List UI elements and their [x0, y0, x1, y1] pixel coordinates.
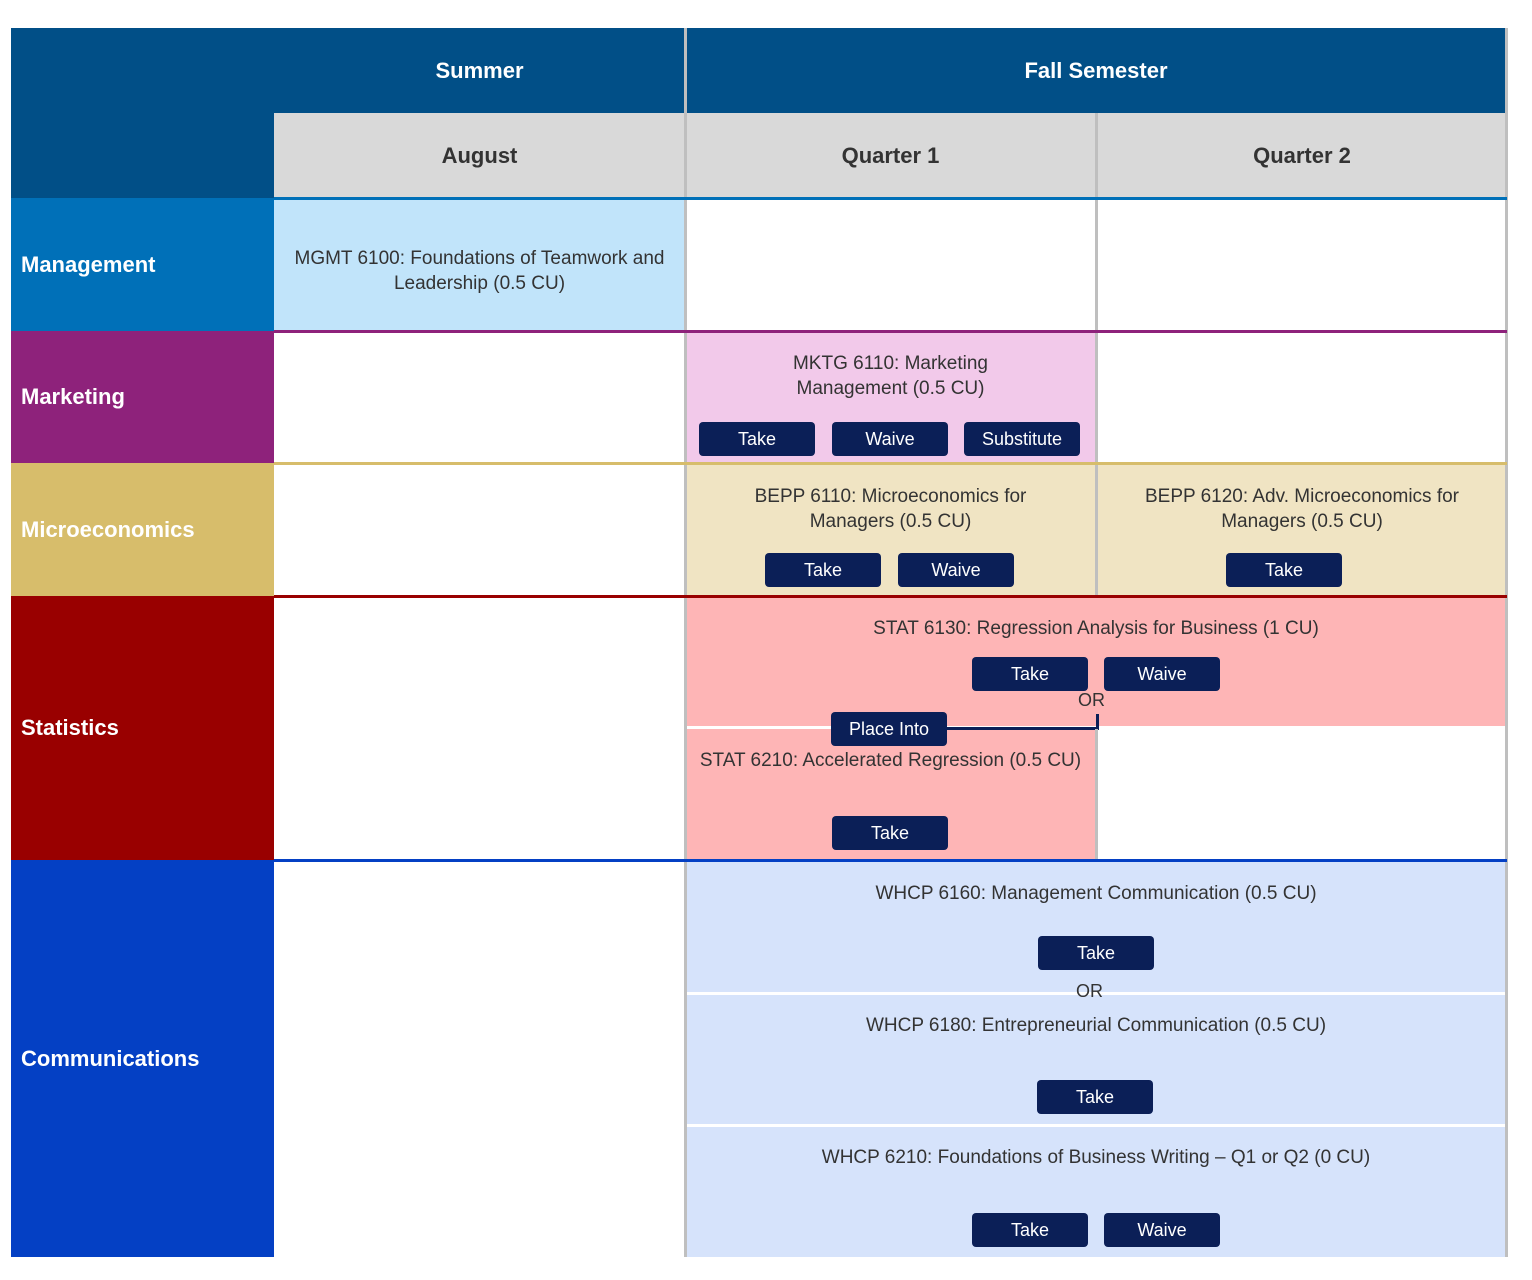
category-communications: Communications [11, 860, 274, 1257]
whcp6210-waive-button[interactable]: Waive [1104, 1213, 1220, 1247]
divider-q1-q2-stat [1095, 729, 1098, 860]
course-title-whcp6180: WHCP 6180: Entrepreneurial Communication… [865, 1015, 1327, 1036]
bepp6120-take-button[interactable]: Take [1226, 553, 1342, 587]
category-statistics: Statistics [11, 596, 274, 860]
category-microeconomics: Microeconomics [11, 463, 274, 596]
row-line-microeconomics [274, 462, 1507, 465]
header-quarter-1: Quarter 1 [685, 113, 1096, 198]
row-line-management [274, 197, 1507, 200]
mktg6110-take-button[interactable]: Take [699, 422, 815, 456]
mktg6110-waive-button[interactable]: Waive [832, 422, 948, 456]
course-cell-bepp6110: BEPP 6110: Microeconomics for Managers (… [685, 463, 1096, 596]
course-title-mgmt6100: MGMT 6100: Foundations of Teamwork and L… [294, 248, 665, 294]
whcp6180-take-button[interactable]: Take [1037, 1080, 1153, 1114]
course-title-bepp6120: BEPP 6120: Adv. Microeconomics for Manag… [1144, 486, 1459, 532]
header-quarter-2: Quarter 2 [1097, 113, 1507, 198]
divider-right-edge [1505, 28, 1508, 1257]
bepp6110-waive-button[interactable]: Waive [898, 553, 1014, 587]
row-line-marketing [274, 330, 1507, 333]
comm-or-label: OR [1076, 981, 1103, 1001]
divider-august-q1 [684, 28, 687, 1257]
course-cell-stat6210: STAT 6210: Accelerated Regression (0.5 C… [685, 729, 1096, 860]
course-title-whcp6210: WHCP 6210: Foundations of Business Writi… [821, 1147, 1371, 1168]
stat6130-take-button[interactable]: Take [972, 657, 1088, 691]
row-line-communications [274, 859, 1507, 862]
course-cell-whcp6180: WHCP 6180: Entrepreneurial Communication… [685, 995, 1507, 1124]
course-cell-whcp6160: WHCP 6160: Management Communication (0.5… [685, 860, 1507, 992]
course-cell-mgmt6100: MGMT 6100: Foundations of Teamwork and L… [274, 198, 685, 331]
row-line-statistics [274, 595, 1507, 598]
course-cell-bepp6120: BEPP 6120: Adv. Microeconomics for Manag… [1097, 463, 1507, 596]
category-marketing: Marketing [11, 331, 274, 463]
whcp6210-take-button[interactable]: Take [972, 1213, 1088, 1247]
course-title-whcp6160: WHCP 6160: Management Communication (0.5… [875, 883, 1317, 904]
place-into-connector-vertical [1096, 714, 1099, 730]
header-fall-semester: Fall Semester [685, 28, 1507, 113]
category-management: Management [11, 198, 274, 331]
divider-q1-q2-header [1095, 113, 1098, 198]
stat-or-label: OR [1078, 690, 1105, 710]
header-summer: Summer [274, 28, 685, 113]
course-title-stat6130: STAT 6130: Regression Analysis for Busin… [873, 618, 1319, 639]
divider-q1-q2-mgmt [1095, 198, 1098, 596]
stat6130-waive-button[interactable]: Waive [1104, 657, 1220, 691]
course-cell-whcp6210: WHCP 6210: Foundations of Business Writi… [685, 1127, 1507, 1257]
whcp6160-take-button[interactable]: Take [1038, 936, 1154, 970]
stat6210-place-into-button[interactable]: Place Into [831, 712, 947, 746]
stat6210-take-button[interactable]: Take [832, 816, 948, 850]
course-title-stat6210: STAT 6210: Accelerated Regression (0.5 C… [699, 750, 1082, 771]
place-into-connector-horizontal [944, 727, 1099, 730]
header-august: August [274, 113, 685, 198]
course-title-mktg6110: MKTG 6110: Marketing Management (0.5 CU) [792, 353, 988, 399]
mktg6110-substitute-button[interactable]: Substitute [964, 422, 1080, 456]
course-cell-stat6130: STAT 6130: Regression Analysis for Busin… [685, 596, 1507, 726]
course-title-bepp6110: BEPP 6110: Microeconomics for Managers (… [754, 486, 1027, 532]
header-corner [11, 28, 274, 198]
bepp6110-take-button[interactable]: Take [765, 553, 881, 587]
course-cell-mktg6110: MKTG 6110: Marketing Management (0.5 CU)… [685, 331, 1096, 463]
